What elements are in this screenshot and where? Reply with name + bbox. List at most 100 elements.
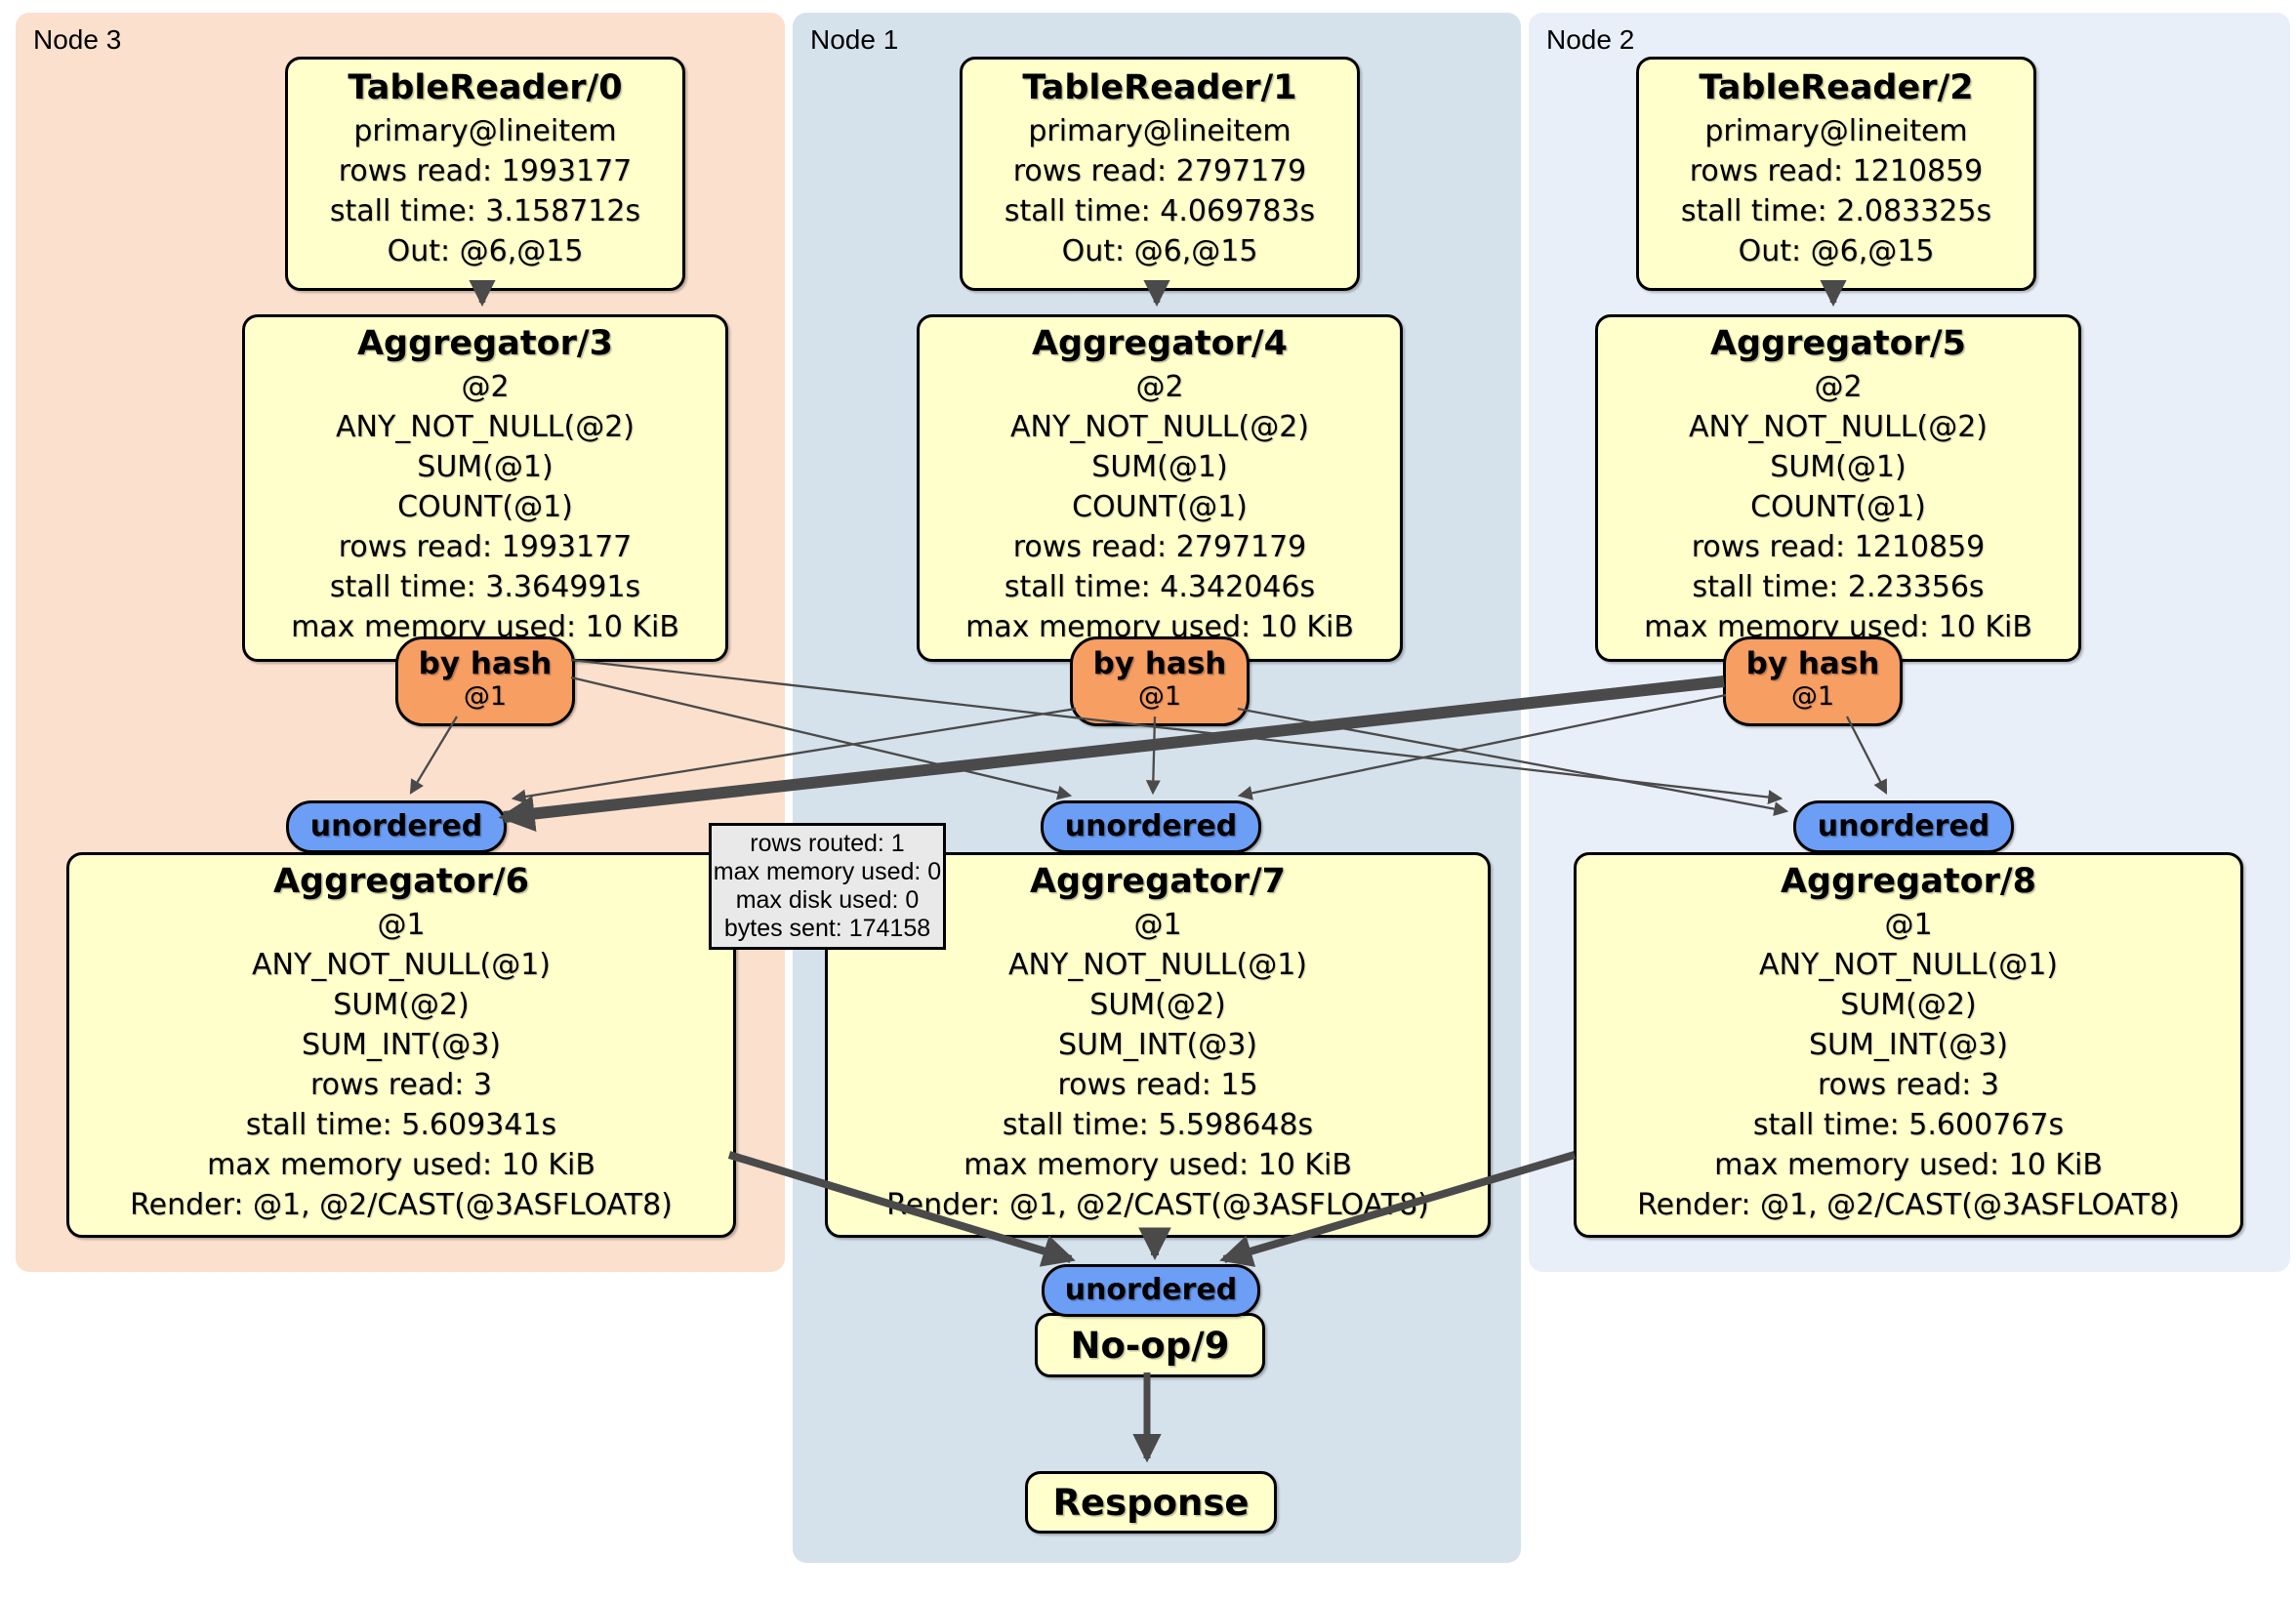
box-line: SUM(@2) [1840,988,1977,1022]
by-hash-label: by hash [1745,646,1880,681]
box-line: COUNT(@1) [397,490,573,524]
by-hash-label: by hash [418,646,553,681]
node-label: Node 1 [810,24,899,55]
box-title: Aggregator/4 [1031,324,1289,363]
by-hash-column: @1 [1137,681,1182,712]
box-line: @1 [1133,908,1182,942]
box-title: Aggregator/6 [272,862,530,901]
box-title: Response [1052,1481,1250,1524]
box-line: rows read: 1993177 [338,154,633,188]
box-line: SUM(@2) [333,988,470,1022]
tooltip-line: bytes sent: 174158 [723,915,931,942]
box-line: stall time: 2.23356s [1692,570,1985,604]
aggregator-3-box: Aggregator/3 @2 ANY_NOT_NULL(@2) SUM(@1)… [242,314,728,662]
box-line: SUM(@1) [1770,450,1906,484]
box-line: stall time: 5.609341s [245,1108,557,1142]
stream-stats-tooltip: rows routed: 1 max memory used: 0 max di… [709,823,946,950]
box-line: stall time: 3.364991s [329,570,641,604]
router-by-hash-3: by hash @1 [395,636,575,726]
tooltip-line: max disk used: 0 [735,886,920,914]
node-label: Node 2 [1546,24,1635,55]
box-line: rows read: 2797179 [1012,530,1307,564]
box-line: stall time: 4.069783s [1004,194,1316,228]
box-line: rows read: 1210859 [1691,530,1986,564]
box-line: SUM(@1) [1091,450,1228,484]
box-title: No-op/9 [1070,1324,1230,1367]
box-line: rows read: 3 [309,1068,493,1102]
tooltip-line: rows routed: 1 [750,830,905,857]
box-line: ANY_NOT_NULL(@1) [1759,948,2058,982]
box-line: stall time: 5.598648s [1002,1108,1314,1142]
aggregator-4-box: Aggregator/4 @2 ANY_NOT_NULL(@2) SUM(@1)… [917,314,1403,662]
box-title: TableReader/2 [1699,68,1974,107]
box-line: @2 [1814,370,1863,404]
sync-unordered-9: unordered [1042,1264,1260,1317]
box-line: ANY_NOT_NULL(@1) [252,948,551,982]
box-line: primary@lineitem [353,114,617,148]
box-line: ANY_NOT_NULL(@2) [336,410,635,444]
box-line: max memory used: 10 KiB [1714,1148,2103,1182]
node-label: Node 3 [33,24,122,55]
box-line: stall time: 5.600767s [1752,1108,2065,1142]
box-line: rows read: 1210859 [1689,154,1984,188]
table-reader-1-box: TableReader/1 primary@lineitem rows read… [960,57,1360,291]
box-line: rows read: 1993177 [338,530,633,564]
box-line: ANY_NOT_NULL(@1) [1008,948,1307,982]
by-hash-column: @1 [1790,681,1835,712]
box-line: COUNT(@1) [1750,490,1926,524]
box-line: max memory used: 10 KiB [207,1148,595,1182]
sync-unordered-6: unordered [286,800,507,853]
unordered-label: unordered [309,809,483,843]
box-line: primary@lineitem [1704,114,1968,148]
unordered-label: unordered [1817,809,1990,843]
box-line: SUM_INT(@3) [1809,1028,2008,1062]
box-line: @1 [377,908,426,942]
box-title: Aggregator/8 [1780,862,2037,901]
box-line: rows read: 3 [1817,1068,2000,1102]
box-line: @2 [461,370,510,404]
router-by-hash-5: by hash @1 [1723,636,1903,726]
aggregator-6-box: Aggregator/6 @1 ANY_NOT_NULL(@1) SUM(@2)… [66,852,736,1238]
by-hash-column: @1 [463,681,508,712]
box-line: @1 [1884,908,1933,942]
by-hash-label: by hash [1092,646,1227,681]
box-title: TableReader/0 [348,68,623,107]
box-line: SUM_INT(@3) [1058,1028,1257,1062]
box-line: Render: @1, @2/CAST(@3ASFLOAT8) [886,1188,1429,1222]
box-line: @2 [1135,370,1184,404]
box-line: SUM_INT(@3) [302,1028,501,1062]
box-title: Aggregator/7 [1029,862,1287,901]
box-line: stall time: 2.083325s [1680,194,1992,228]
box-line: Render: @1, @2/CAST(@3ASFLOAT8) [130,1188,673,1222]
box-title: Aggregator/3 [356,324,614,363]
box-line: ANY_NOT_NULL(@2) [1689,410,1988,444]
aggregator-8-box: Aggregator/8 @1 ANY_NOT_NULL(@1) SUM(@2)… [1574,852,2243,1238]
sync-unordered-8: unordered [1793,800,2014,853]
box-line: Render: @1, @2/CAST(@3ASFLOAT8) [1637,1188,2180,1222]
box-line: stall time: 3.158712s [329,194,641,228]
box-line: Out: @6,@15 [1738,234,1935,268]
box-line: SUM(@1) [417,450,554,484]
aggregator-5-box: Aggregator/5 @2 ANY_NOT_NULL(@2) SUM(@1)… [1595,314,2081,662]
box-line: ANY_NOT_NULL(@2) [1010,410,1309,444]
noop-9-box: No-op/9 [1035,1313,1265,1377]
box-title: TableReader/1 [1022,68,1297,107]
box-title: Aggregator/5 [1709,324,1967,363]
box-line: stall time: 4.342046s [1004,570,1316,604]
box-line: max memory used: 10 KiB [964,1148,1352,1182]
unordered-label: unordered [1064,1273,1238,1307]
box-line: Out: @6,@15 [1061,234,1258,268]
box-line: primary@lineitem [1028,114,1292,148]
unordered-label: unordered [1064,809,1238,843]
box-line: SUM(@2) [1089,988,1226,1022]
tooltip-line: max memory used: 0 [713,858,942,885]
box-line: Out: @6,@15 [387,234,584,268]
router-by-hash-4: by hash @1 [1070,636,1250,726]
table-reader-2-box: TableReader/2 primary@lineitem rows read… [1636,57,2036,291]
box-line: rows read: 15 [1057,1068,1258,1102]
table-reader-0-box: TableReader/0 primary@lineitem rows read… [285,57,685,291]
box-line: COUNT(@1) [1072,490,1248,524]
response-box: Response [1025,1471,1277,1534]
box-line: rows read: 2797179 [1012,154,1307,188]
